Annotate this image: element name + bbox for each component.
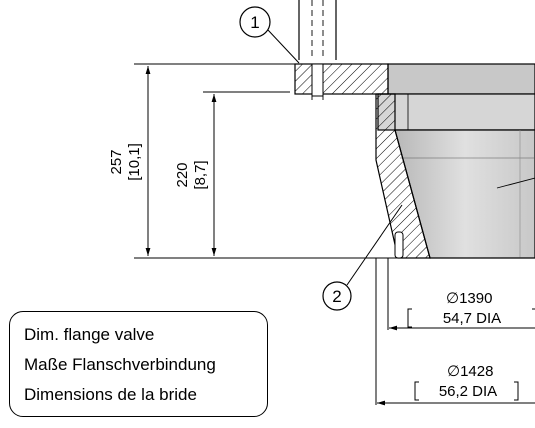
note-line-en: Dim. flange valve — [24, 325, 155, 344]
diameter-outer-mm: 1428 — [460, 363, 493, 380]
svg-text:∅1390: ∅1390 — [446, 290, 492, 307]
overall-height-inch: [10,1] — [126, 143, 143, 181]
inner-height-mm: 220 — [174, 162, 191, 187]
callout-1: 1 — [239, 6, 300, 64]
diameter-symbol: ∅ — [447, 363, 460, 380]
svg-text:∅1428: ∅1428 — [447, 363, 493, 380]
overall-height-mm: 257 — [108, 149, 125, 174]
diameter-inner-inch: 54,7 DIA — [443, 310, 501, 327]
diameter-inner-label: ∅1390 54,7 DIA — [407, 290, 535, 328]
diameter-outer-label: ∅1428 56,2 DIA — [414, 363, 519, 401]
svg-text:2: 2 — [332, 287, 341, 306]
callout-2: 2 — [322, 204, 403, 311]
diameter-symbol: ∅ — [446, 290, 459, 307]
flange-body — [377, 63, 535, 259]
hatched-section — [294, 63, 431, 259]
extension-lines — [134, 63, 535, 405]
diameter-dimension-lines — [377, 325, 535, 406]
diameter-outer-inch: 56,2 DIA — [439, 383, 497, 400]
diameter-inner-mm: 1390 — [459, 290, 492, 307]
dimension-note-box: Dim. flange valve Maße Flanschverbindung… — [9, 311, 268, 417]
svg-text:1: 1 — [250, 13, 259, 32]
height-dimension-lines — [145, 66, 217, 256]
note-line-de: Maße Flanschverbindung — [24, 355, 216, 374]
inner-height-inch: [8,7] — [192, 160, 209, 189]
note-line-fr: Dimensions de la bride — [24, 385, 197, 404]
bolt-shank — [298, 0, 337, 100]
